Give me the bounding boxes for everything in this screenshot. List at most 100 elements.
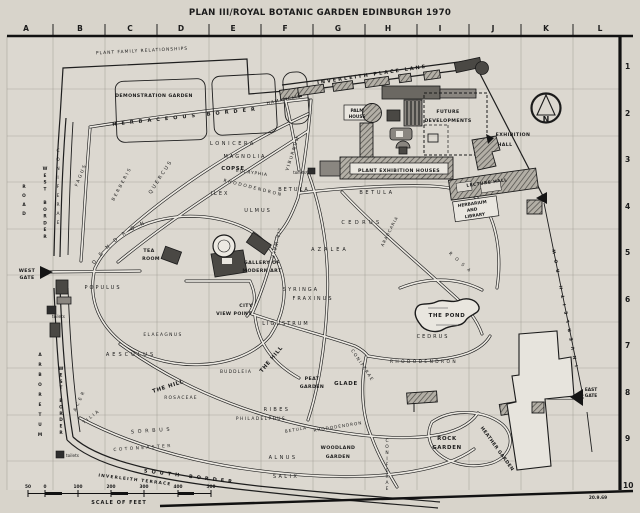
label-city-view-point-1: CITY xyxy=(239,303,253,309)
label-rhododendron-glade: RHODODENDRON xyxy=(390,359,458,365)
tea-room-building xyxy=(160,245,183,265)
label-lecture-hall: LECTURE HALL xyxy=(466,177,508,189)
label-toilets-south: toilets xyxy=(66,453,79,458)
label-gallery-2: MODERN ART xyxy=(242,268,282,274)
toilets-block-west xyxy=(46,305,57,315)
lane-buildings xyxy=(279,56,489,100)
compass-north-label: N xyxy=(543,115,550,124)
lane-outer-line xyxy=(281,59,475,86)
svg-text:5: 5 xyxy=(625,248,630,257)
palm-house-complex xyxy=(343,85,477,162)
label-eucryphia: EUCRYPHIA xyxy=(236,168,268,178)
label-magnolia: MAGNOLIA xyxy=(224,154,267,160)
entrance-arrow-icon xyxy=(486,134,494,144)
svg-text:A: A xyxy=(23,24,29,33)
label-copse: COPSE xyxy=(221,166,245,172)
scale-bar: 50 0 100 200 300 400 500 SCALE OF FEET xyxy=(25,484,215,506)
future-developments-zone xyxy=(423,92,488,156)
label-west-gate-1: WEST xyxy=(19,268,36,274)
label-east-gate-1: EAST xyxy=(585,387,597,393)
label-future-developments-1: FUTURE xyxy=(436,109,459,115)
svg-text:F: F xyxy=(282,24,287,33)
label-elaeagnus: ELAEAGNUS xyxy=(143,332,182,338)
svg-text:I: I xyxy=(439,24,442,33)
svg-text:G: G xyxy=(335,24,341,33)
label-woodland-garden-1: WOODLAND xyxy=(321,445,356,451)
toilets-block-south xyxy=(55,450,65,459)
west-gate-buildings xyxy=(46,279,72,338)
label-rock-garden-2: GARDEN xyxy=(432,445,462,451)
label-gallery-1: GALLERY OF xyxy=(244,260,280,266)
svg-text:7: 7 xyxy=(625,341,630,350)
label-plant-exhibition-houses: PLANT EXHIBITION HOUSES xyxy=(358,168,440,174)
label-betula-woodland: BETULA xyxy=(284,425,307,434)
compass-needle-icon xyxy=(536,93,556,116)
the-pond-shape xyxy=(414,298,480,333)
label-peat-garden-1: PEAT xyxy=(305,376,320,382)
label-sorbus: SORBUS xyxy=(131,427,174,436)
svg-text:3: 3 xyxy=(625,155,630,164)
svg-text:200: 200 xyxy=(107,484,116,490)
label-cedrus-pond: CEDRUS xyxy=(417,334,450,340)
label-rock-garden-1: ROCK xyxy=(437,436,457,442)
label-ilex: ILEX xyxy=(211,191,230,197)
label-ligustrum: LIGUSTRUM xyxy=(262,321,309,327)
label-peat-garden-2: GARDEN xyxy=(300,384,325,390)
label-cotoneaster: COTONEASTER xyxy=(113,443,173,453)
svg-text:100: 100 xyxy=(74,484,83,490)
label-aesculus: AESCULUS xyxy=(106,352,156,358)
date-note: 20.9.69 xyxy=(589,495,607,501)
svg-text:400: 400 xyxy=(174,484,183,490)
page-title: PLAN III/ROYAL BOTANIC GARDEN EDINBURGH … xyxy=(189,8,451,18)
label-salix: SALIX xyxy=(273,474,299,480)
svg-text:9: 9 xyxy=(625,434,630,443)
svg-text:4: 4 xyxy=(625,202,630,211)
gallery-tea-room-complex xyxy=(160,231,272,278)
label-herbarium-3: LIBRARY xyxy=(464,211,486,220)
label-future-developments-2: DEVELOPMENTS xyxy=(424,118,472,124)
svg-text:B: B xyxy=(77,24,83,33)
exhibition-hall-building xyxy=(471,134,501,171)
label-rosaceae: ROSACEAE xyxy=(164,395,198,401)
svg-text:E: E xyxy=(230,24,235,33)
label-exhibition-hall-2: HALL xyxy=(497,142,512,148)
label-west-gate-2: GATE xyxy=(19,275,34,281)
label-betula-east: BETULA xyxy=(359,190,394,196)
lane-end-lodge xyxy=(475,61,489,75)
label-woodland-garden-2: GARDEN xyxy=(326,454,351,460)
east-boundary-building xyxy=(506,330,575,471)
label-buddleia: BUDDLEIA xyxy=(220,369,252,375)
svg-text:1: 1 xyxy=(625,62,630,71)
svg-text:0: 0 xyxy=(44,484,47,490)
label-betula-copse: BETULA xyxy=(278,187,310,193)
grid-row-numbers: 1 2 3 4 5 6 7 8 9 10 xyxy=(623,62,633,490)
svg-text:300: 300 xyxy=(140,484,149,490)
inverleith-row-line xyxy=(543,202,593,453)
palm-house-dome xyxy=(362,103,382,123)
svg-text:L: L xyxy=(598,24,603,33)
sheet-frame xyxy=(7,34,634,508)
svg-text:C: C xyxy=(127,24,133,33)
label-cedrus-north: CEDRUS xyxy=(341,220,382,226)
svg-text:J: J xyxy=(491,24,495,33)
label-city-view-point-2: VIEW POINT xyxy=(216,311,252,317)
grid-column-letters: A B C D E F G H I J K L xyxy=(23,24,603,33)
svg-text:6: 6 xyxy=(625,295,630,304)
svg-text:50: 50 xyxy=(25,484,31,490)
label-philadelphus: PHILADELPHUS xyxy=(236,416,286,422)
svg-text:8: 8 xyxy=(625,388,630,397)
label-east-gate-2: GATE xyxy=(585,393,597,399)
compass-rose: N xyxy=(530,92,562,124)
svg-text:K: K xyxy=(543,24,550,33)
label-glade: GLADE xyxy=(334,381,358,387)
label-tea-room-2: ROOM xyxy=(142,256,160,262)
label-tea-room-1: TEA xyxy=(143,248,154,254)
